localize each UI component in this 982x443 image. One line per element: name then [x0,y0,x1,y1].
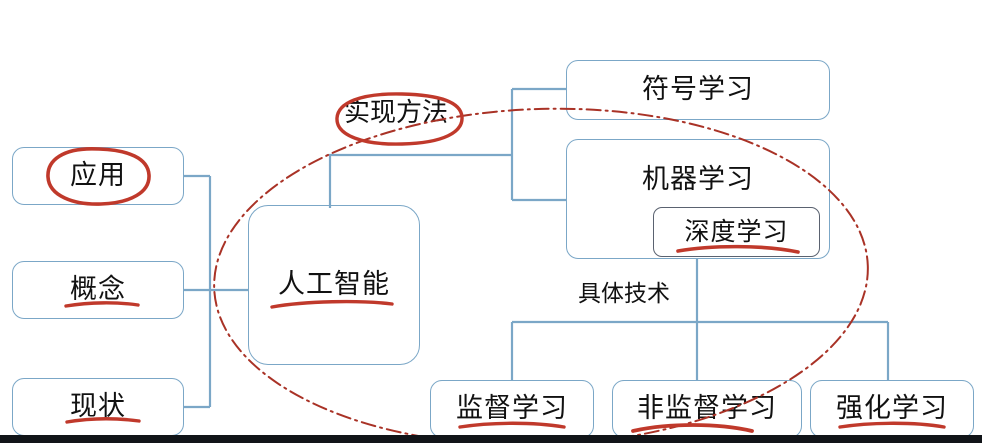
node-label: 概念 [70,273,126,305]
node-xian-zhuang[interactable]: 现状 [12,378,184,436]
wire-center-up [328,153,512,208]
node-label: 应用 [70,159,126,191]
node-label: 深度学习 [684,216,789,246]
label-implementation-method: 实现方法 [344,98,449,128]
node-label: 机器学习 [642,164,754,195]
node-supervised-learning[interactable]: 监督学习 [430,380,594,438]
node-artificial-intelligence[interactable]: 人工智能 [248,205,420,365]
node-label: 非监督学习 [637,392,777,424]
node-label: 现状 [70,390,126,422]
node-ying-yong[interactable]: 应用 [12,147,184,205]
node-gai-nian[interactable]: 概念 [12,261,184,319]
node-label: 强化学习 [836,392,948,424]
node-label: 监督学习 [456,392,568,424]
node-unsupervised-learning[interactable]: 非监督学习 [612,380,802,438]
node-label: 人工智能 [278,268,390,300]
node-reinforcement-learning[interactable]: 强化学习 [810,380,974,438]
node-symbolic-learning[interactable]: 符号学习 [566,60,830,120]
node-label: 符号学习 [642,73,754,105]
label-specific-techniques: 具体技术 [578,281,670,307]
node-deep-learning[interactable]: 深度学习 [653,207,820,257]
bottom-letterbox-band [0,435,982,443]
